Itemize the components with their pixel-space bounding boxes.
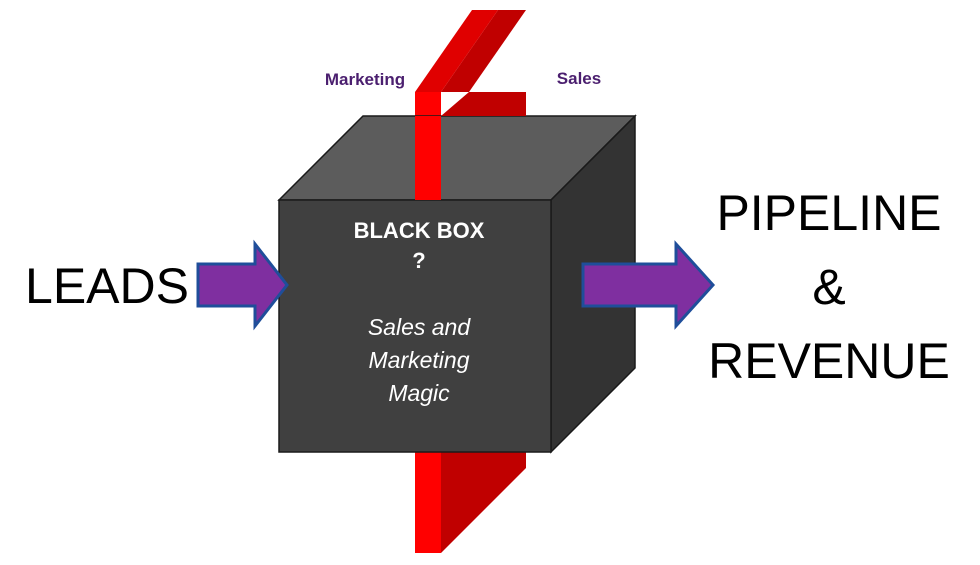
cube-front-face	[278, 199, 552, 453]
output-arrow	[581, 240, 716, 330]
box-line1: Sales and	[368, 314, 472, 340]
box-question: ?	[412, 248, 425, 273]
input-arrow	[196, 239, 289, 331]
box-title: BLACK BOX	[354, 218, 485, 243]
divider-lower	[415, 450, 526, 553]
leads-label: LEADS	[25, 258, 189, 314]
box-line3: Magic	[388, 380, 450, 406]
divider-upper-side	[441, 10, 526, 92]
revenue-label: REVENUE	[708, 333, 950, 389]
divider-top-slot-front	[415, 116, 441, 200]
sales-label: Sales	[557, 69, 601, 88]
divider-lower-side	[441, 450, 526, 553]
divider-upper-top	[415, 10, 498, 92]
box-line2: Marketing	[369, 347, 470, 373]
divider-through-top	[415, 92, 526, 200]
divider-top-slot-side	[441, 92, 526, 116]
divider-lower-front	[415, 450, 441, 553]
ampersand-label: &	[812, 259, 845, 315]
marketing-label: Marketing	[325, 70, 405, 89]
pipeline-label: PIPELINE	[716, 185, 941, 241]
